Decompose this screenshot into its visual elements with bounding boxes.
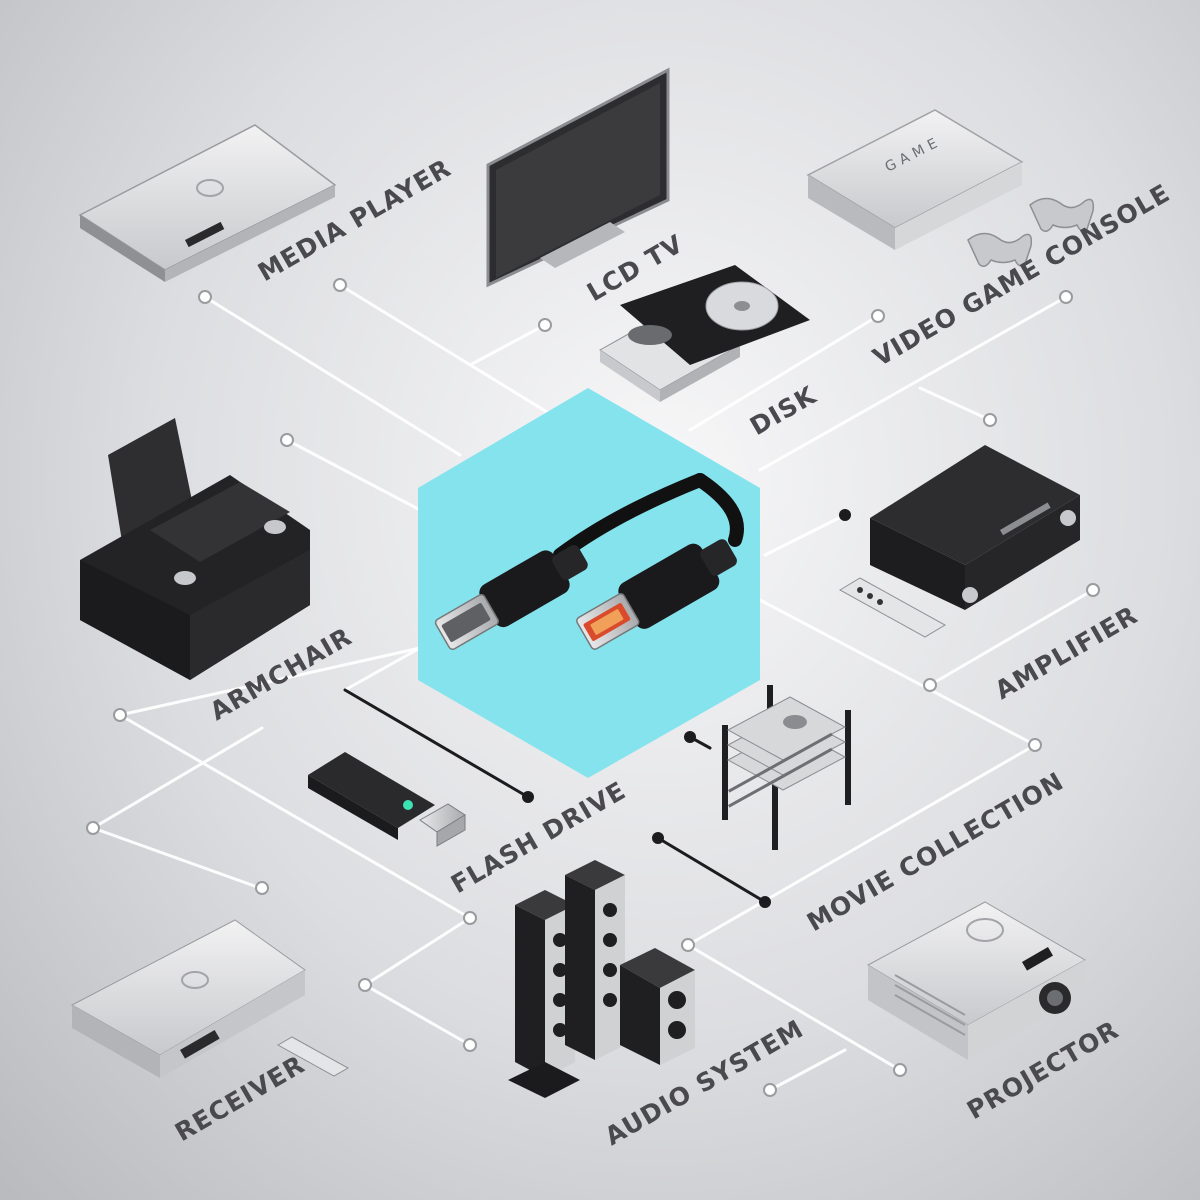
connector-projector-2 xyxy=(768,1048,847,1092)
connector-receiver-2 xyxy=(118,713,472,920)
connector-media-player xyxy=(203,295,462,457)
connector-flash-drive xyxy=(343,688,530,799)
speaker-tower-right xyxy=(565,860,625,1060)
hdmi-cable-icon xyxy=(434,473,744,651)
connector-lines xyxy=(86,278,1100,1097)
projector-device xyxy=(866,901,1087,1060)
connector-disk xyxy=(468,323,547,367)
connector-amplifier xyxy=(763,513,847,557)
connector-movie xyxy=(686,743,1037,947)
connector-receiver xyxy=(91,726,264,830)
connector-receiver-4 xyxy=(363,916,472,987)
flash-drive-device xyxy=(308,752,466,847)
amplifier-device xyxy=(838,445,1080,638)
connector-amplifier-3 xyxy=(928,588,1095,687)
hdmi-hub xyxy=(418,388,760,778)
connector-video-game-2 xyxy=(688,314,880,432)
gamepad-icon xyxy=(967,197,1095,267)
lcd-tv-device xyxy=(486,67,670,288)
connector-disk-2 xyxy=(918,386,992,422)
movie-collection-device xyxy=(722,685,851,850)
connector-flash xyxy=(343,646,422,692)
connector-projector xyxy=(686,943,902,1072)
connector-armchair-2 xyxy=(118,646,422,717)
connector-movie-collection xyxy=(656,836,767,904)
connector-amplifier-2 xyxy=(758,598,1037,747)
subwoofer xyxy=(620,948,695,1065)
connector-receiver-3 xyxy=(91,826,262,890)
receiver-device xyxy=(70,919,350,1078)
connector-receiver-5 xyxy=(363,983,472,1047)
armchair-device xyxy=(80,418,310,680)
disk-device xyxy=(599,265,810,402)
connector-video-game xyxy=(758,295,1068,472)
media-player-device xyxy=(78,124,337,282)
video-game-console-device: GAME xyxy=(806,109,1095,267)
remote-control-icon xyxy=(838,577,947,638)
audio-system-device xyxy=(508,860,695,1098)
connector-armchair xyxy=(285,438,422,512)
connector-lcd-tv xyxy=(338,283,562,422)
